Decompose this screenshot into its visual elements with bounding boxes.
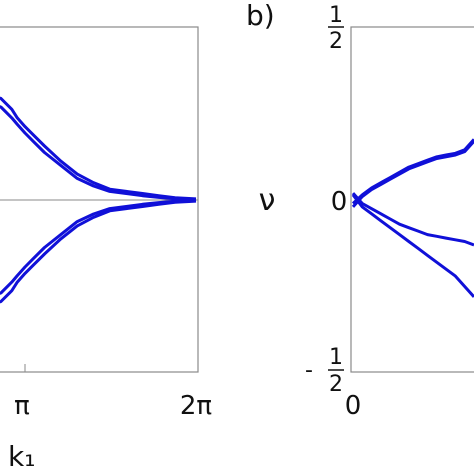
panel-b-ytick-bottom-num: 1: [329, 345, 343, 370]
panel-b-ytick-bottom-sign: -: [305, 358, 313, 383]
panel-a-series-2: [0, 105, 197, 202]
panel-a: π 2π k₁: [0, 26, 212, 473]
panel-b-series-4: [351, 193, 474, 298]
panel-a-xlabel: k₁: [8, 440, 35, 473]
panel-b-frame: [350, 26, 474, 373]
panel-b-ytick-top-num: 1: [329, 3, 343, 28]
panel-b-label: b): [246, 0, 275, 32]
panel-b-ylabel: ν: [259, 183, 276, 218]
panel-a-xtick-2pi: 2π: [180, 391, 212, 421]
panel-b-ytick-bottom-den: 2: [329, 372, 343, 397]
panel-b-xtick-zero: 0: [345, 391, 362, 421]
panel-b-series-2: [351, 138, 474, 205]
panel-b-curves: [351, 138, 474, 298]
panel-b-ytick-top-den: 2: [329, 29, 343, 54]
panel-a-series-4: [0, 199, 197, 304]
panel-a-series-1: [0, 96, 197, 201]
panel-b: b) 1 2 ν 0 - 1 2 0: [246, 0, 474, 421]
panel-a-xtick-pi: π: [14, 391, 30, 421]
panel-a-series-3: [0, 198, 197, 295]
panel-b-series-1: [351, 140, 474, 208]
panel-a-curves: [0, 96, 197, 304]
panel-b-ytick-zero: 0: [331, 187, 348, 217]
panel-b-series-3: [351, 192, 474, 247]
